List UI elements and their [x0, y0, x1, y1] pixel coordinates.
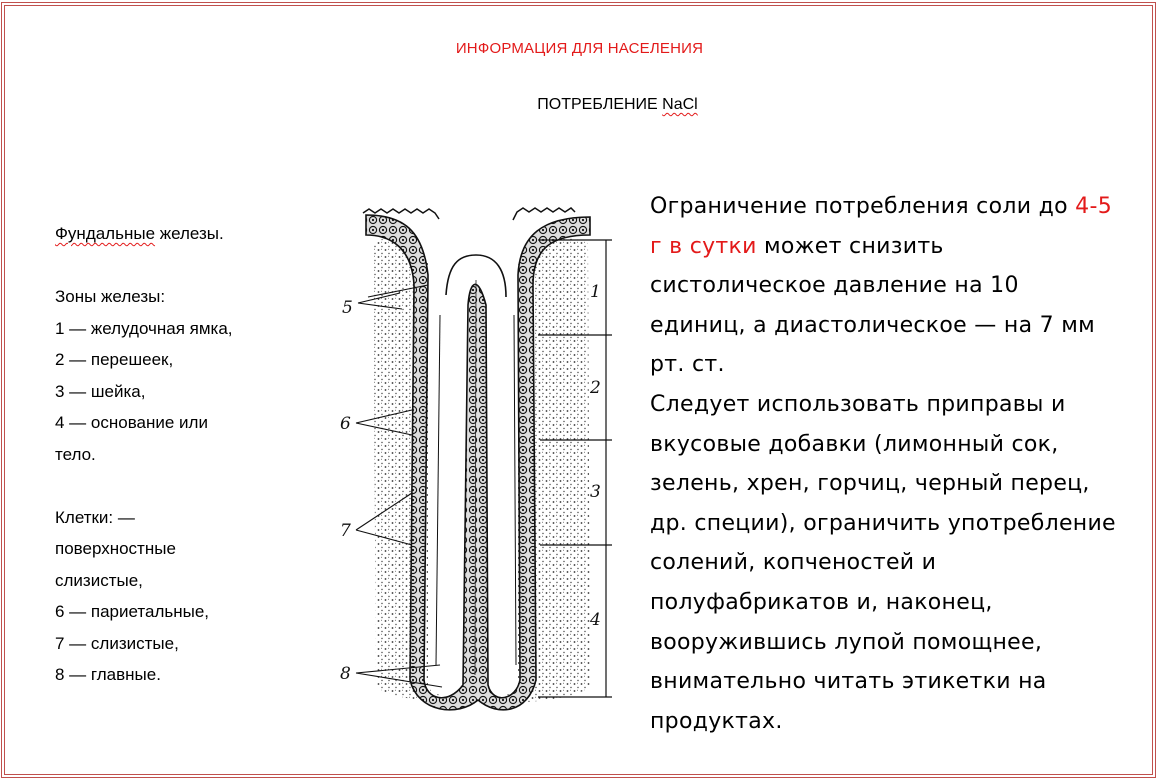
pointer-lines	[355, 284, 443, 688]
subtitle-prefix: ПОТРЕБЛЕНИЕ	[537, 96, 663, 113]
glands-word: Фундальные	[55, 224, 156, 243]
cell-item: 6 — париетальные,	[55, 602, 210, 621]
advice-paragraph: Следует использовать приправы и вкусовые…	[650, 391, 1116, 734]
page-subtitle: ПОТРЕБЛЕНИЕ NaCl	[0, 96, 1159, 114]
zone-item: 4 — основание или	[55, 413, 208, 432]
zone-mark: 3	[590, 482, 601, 502]
zones-title: Зоны железы:	[55, 287, 166, 306]
gland-illustration: 1 2 3 4 5 6 7 8	[340, 207, 612, 711]
glands-title: Фундальные железы.	[55, 218, 335, 250]
pointer-label: 8	[340, 664, 351, 684]
p1-end: может снизить систолическое давление на …	[650, 233, 1096, 378]
cell-item: 8 — главные.	[55, 665, 161, 684]
cell-item: 7 — слизистые,	[55, 633, 179, 653]
surface-epithelium	[362, 207, 576, 221]
zone-item: 2 — перешеек,	[55, 350, 174, 369]
glands-rest: железы.	[155, 224, 224, 243]
cell-item: Клетки: —	[55, 507, 135, 527]
gland-walls	[365, 214, 591, 711]
subtitle-formula: NaCl	[662, 96, 698, 113]
zone-item: 3 — шейка,	[55, 381, 146, 401]
legend-block: Фундальные железы. Зоны железы: 1 — желу…	[55, 218, 335, 691]
pointer-label: 6	[340, 414, 351, 434]
salt-limit-paragraph: Ограничение потребления соли до 4-5 г в …	[650, 187, 1120, 385]
page-title: ИНФОРМАЦИЯ ДЛЯ НАСЕЛЕНИЯ	[455, 40, 704, 57]
info-text: Ограничение потребления соли до 4-5 г в …	[650, 187, 1120, 741]
zone-scale	[538, 239, 612, 698]
pointer-label: 7	[340, 521, 351, 541]
cell-item: поверхностные	[55, 539, 176, 558]
zone-item: тело.	[55, 444, 96, 464]
pointer-label: 5	[342, 298, 353, 318]
zone-item: 1 — желудочная ямка,	[55, 318, 233, 338]
cell-item: слизистые,	[55, 570, 143, 590]
p1-start: Ограничение потребления соли до	[650, 194, 1076, 219]
zone-mark: 2	[589, 378, 601, 398]
zone-mark: 1	[590, 282, 601, 302]
salt-limit-highlight: 4-5 г в сутки	[650, 194, 1112, 259]
zone-mark: 4	[589, 610, 601, 630]
